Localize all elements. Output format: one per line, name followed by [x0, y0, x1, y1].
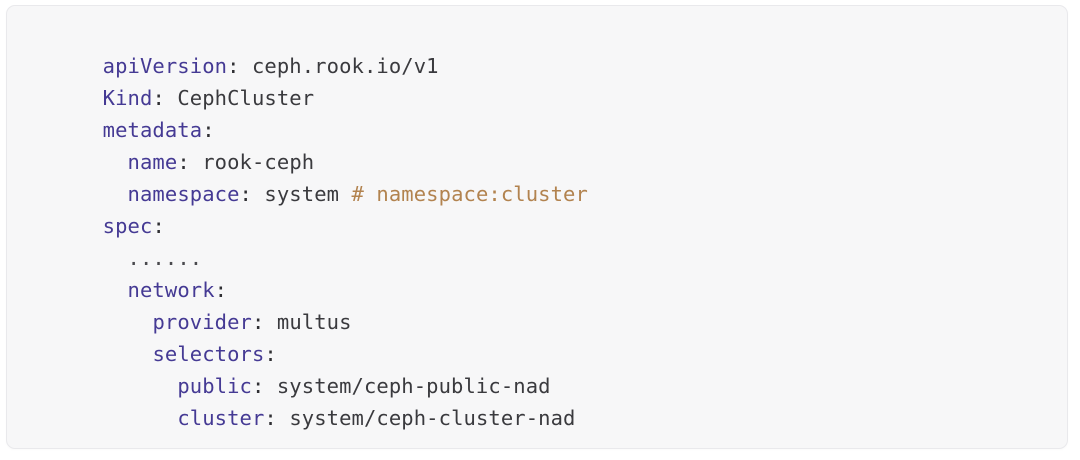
- yaml-comment: # namespace:cluster: [351, 182, 588, 206]
- code-content[interactable]: apiVersion: ceph.rook.io/v1 Kind: CephCl…: [28, 18, 1067, 448]
- colon: :: [239, 182, 252, 206]
- indent: [103, 310, 153, 334]
- code-line: name: rook-ceph: [28, 114, 1067, 174]
- yaml-value: ceph.rook.io/v1: [239, 54, 439, 78]
- code-line: apiVersion: ceph.rook.io/v1: [28, 18, 1067, 78]
- code-line: network:: [28, 242, 1067, 302]
- yaml-value: rook-ceph: [189, 150, 315, 174]
- yaml-key: apiVersion: [102, 54, 228, 78]
- yaml-value: CephCluster: [164, 86, 315, 110]
- indent: [103, 246, 128, 270]
- colon: :: [214, 278, 228, 302]
- code-line: provider: multus: [28, 274, 1067, 334]
- yaml-key: spec: [102, 214, 153, 238]
- yaml-code-block: apiVersion: ceph.rook.io/v1 Kind: CephCl…: [6, 5, 1068, 449]
- code-line: namespace: system # namespace:cluster: [28, 146, 1067, 206]
- code-line: spec:: [28, 178, 1067, 238]
- indent: [103, 342, 153, 366]
- code-line: selectors:: [28, 306, 1067, 366]
- yaml-key: cluster: [177, 406, 265, 430]
- yaml-key: selectors: [152, 342, 265, 366]
- colon: :: [264, 342, 277, 366]
- indent: [103, 150, 128, 174]
- code-line: public: system/ceph-public-nad: [28, 338, 1067, 398]
- yaml-key: name: [127, 150, 178, 174]
- colon: :: [202, 118, 215, 142]
- indent: [103, 374, 178, 398]
- code-line: metadata:: [28, 82, 1067, 142]
- code-line: Kind: CephCluster: [28, 50, 1067, 110]
- elision-dots: ......: [128, 438, 203, 448]
- yaml-key: public: [177, 374, 252, 398]
- yaml-key: provider: [152, 310, 252, 334]
- yaml-key: network: [127, 278, 215, 302]
- colon: :: [251, 310, 265, 334]
- colon: :: [177, 150, 190, 174]
- indent: [103, 438, 128, 448]
- code-line-elision: ......: [28, 210, 1067, 270]
- yaml-key: Kind: [102, 86, 153, 110]
- indent: [103, 278, 128, 302]
- colon: :: [251, 374, 265, 398]
- yaml-key: namespace: [127, 182, 240, 206]
- yaml-value: system/ceph-cluster-nad: [276, 406, 576, 430]
- elision-dots: ......: [127, 246, 203, 270]
- indent: [103, 182, 128, 206]
- colon: :: [152, 86, 165, 110]
- colon: :: [264, 406, 277, 430]
- colon: :: [227, 54, 240, 78]
- yaml-key: metadata: [102, 118, 203, 142]
- yaml-value: multus: [264, 310, 352, 334]
- colon: :: [152, 214, 165, 238]
- yaml-value: system/ceph-public-nad: [264, 374, 551, 398]
- yaml-value: system: [251, 182, 352, 206]
- indent: [103, 406, 178, 430]
- code-line-elision: ......: [28, 402, 1067, 448]
- code-line: cluster: system/ceph-cluster-nad: [28, 370, 1067, 430]
